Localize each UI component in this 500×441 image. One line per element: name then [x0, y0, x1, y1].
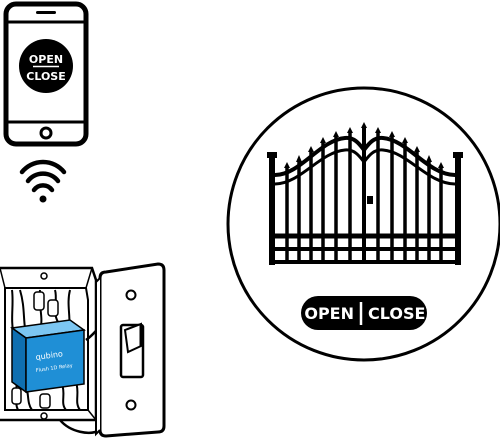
top-screw-icon: [125, 289, 137, 301]
phone-open-close-button[interactable]: OPEN CLOSE: [19, 39, 73, 93]
phone-open-label: OPEN: [29, 53, 63, 66]
bottom-screw-icon: [125, 399, 137, 411]
relay-module: qubino Flush 1D Relay: [10, 319, 86, 394]
gate-icon: [267, 122, 463, 265]
gate-panel: OPEN CLOSE: [226, 86, 500, 362]
phone-close-label: CLOSE: [26, 70, 65, 83]
home-button-icon: [39, 126, 53, 140]
relay-brand-label: qubino: [35, 349, 64, 362]
open-label: OPEN: [304, 304, 354, 323]
open-close-button[interactable]: OPEN CLOSE: [301, 296, 427, 330]
wall-switch: [95, 262, 166, 438]
lower-cable: [59, 419, 101, 434]
close-label: CLOSE: [368, 304, 425, 323]
switch-toggle[interactable]: [123, 322, 142, 354]
smartphone: OPEN CLOSE: [3, 1, 89, 147]
relay-model-label: Flush 1D Relay: [35, 363, 73, 374]
wifi-icon: [19, 159, 67, 203]
